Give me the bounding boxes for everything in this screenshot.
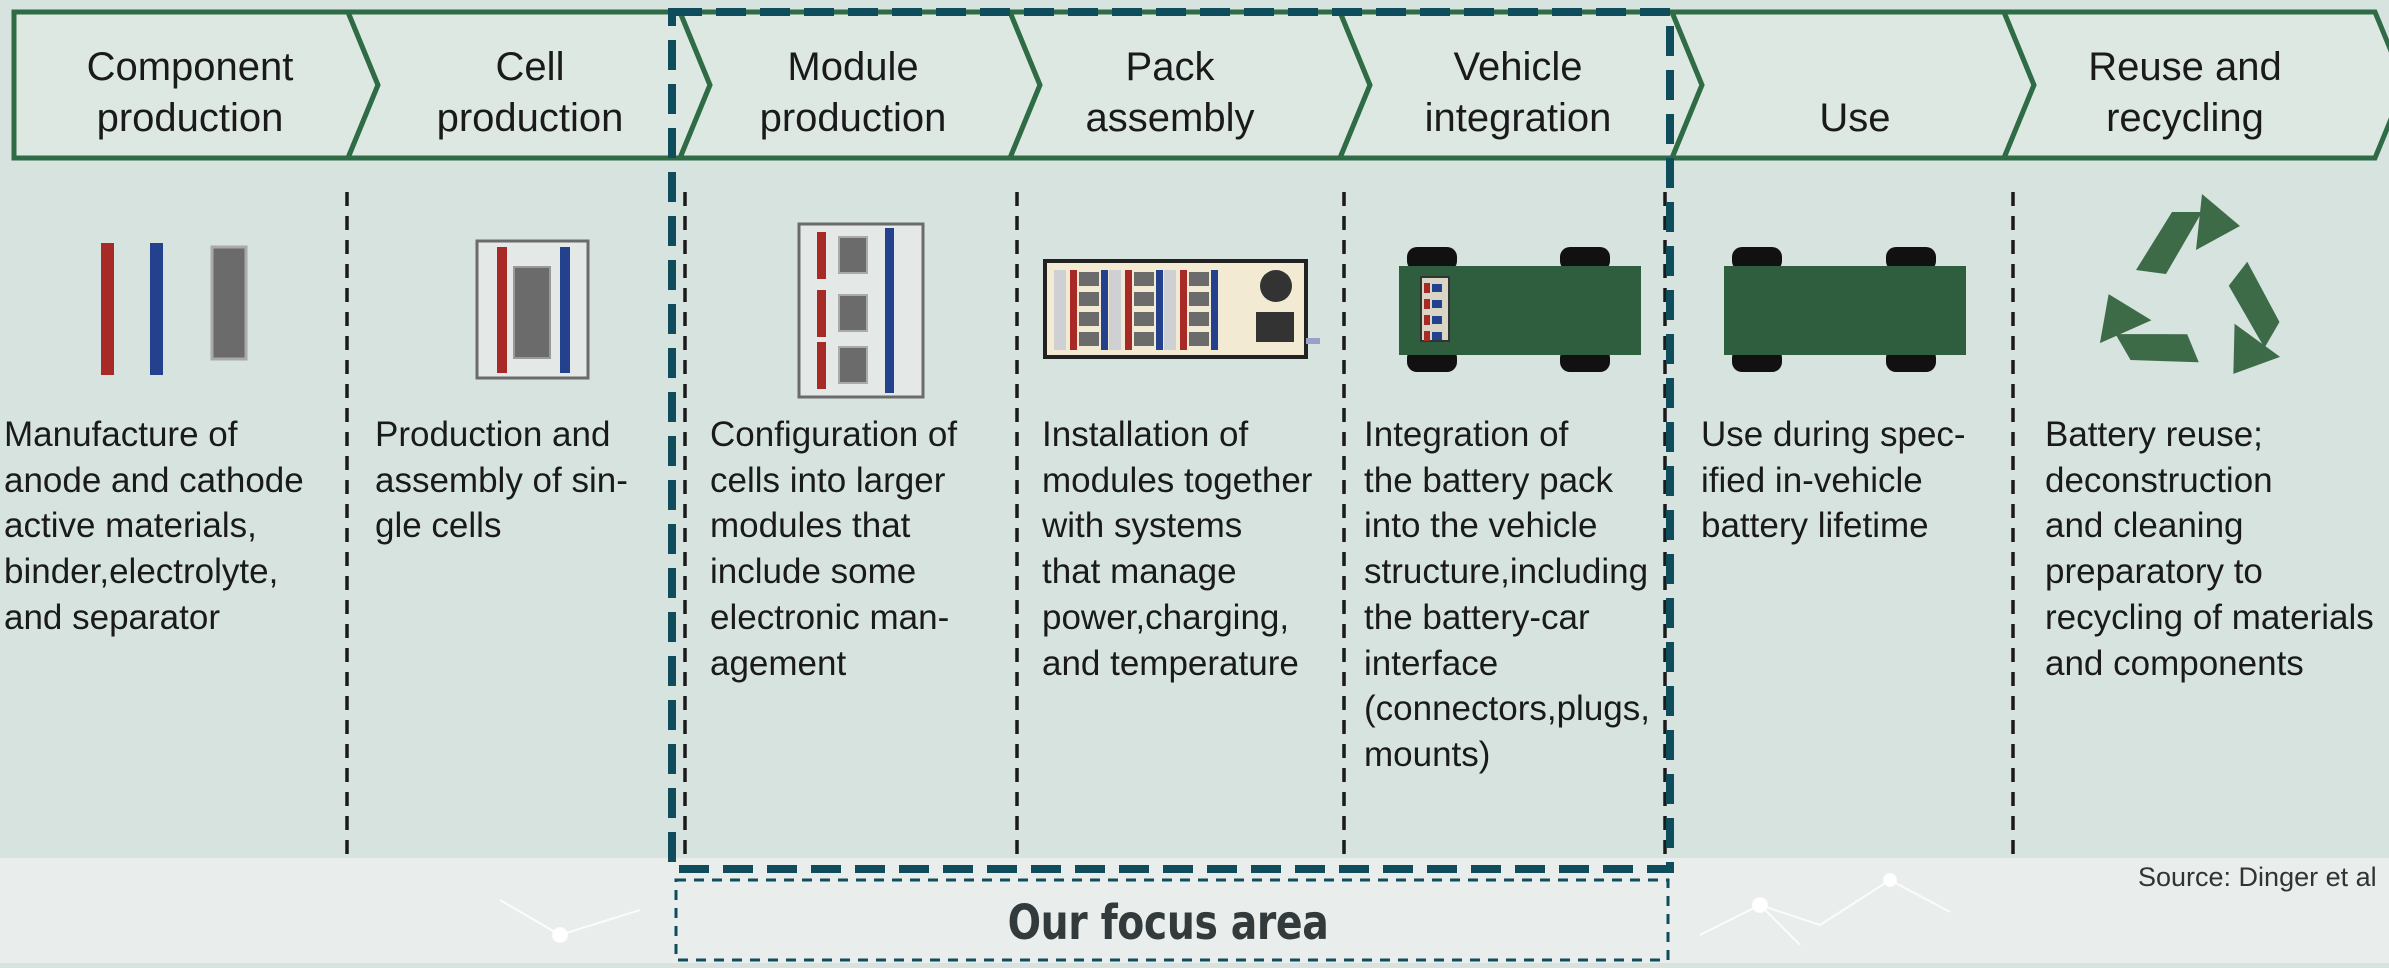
stage-label-2: Cell production: [436, 45, 624, 140]
chevron-7: [2000, 9, 2389, 161]
footer-band: [0, 858, 2389, 963]
stage-description-6: Use during spec- ified in-vehicle batter…: [1701, 415, 1966, 546]
chevron-row: [11, 9, 2389, 161]
stage-description-3: Configuration of cells into larger modul…: [710, 415, 958, 683]
focus-area-label: Our focus area: [1007, 895, 1329, 951]
vehicle-icon: [1724, 247, 1966, 372]
stage-description-1: Manufacture of anode and cathode active …: [4, 415, 304, 637]
stage-description-2: Production and assembly of sin- gle cell…: [375, 415, 628, 546]
stage-label-7: Reuse and recycling: [2088, 45, 2282, 140]
vehicle-with-battery-icon: [1399, 247, 1641, 372]
recycle-icon: [2099, 194, 2281, 374]
electrodes-icon: [101, 243, 248, 375]
stage-label-5: Vehicle integration: [1424, 45, 1612, 140]
stage-label-6: Use: [1819, 96, 1891, 140]
battery-pack-icon: [1043, 259, 1320, 359]
stage-label-4: Pack assembly: [1085, 45, 1255, 140]
battery-cell-icon: [475, 239, 590, 380]
source-note: Source: Dinger et al: [2138, 862, 2377, 892]
stage-label-3: Module production: [759, 45, 947, 140]
stage-icons: [101, 194, 2281, 399]
focus-label-box: [674, 878, 1670, 962]
network-decoration: [499, 873, 1951, 946]
stage-label-1: Component production: [86, 45, 294, 140]
stage-dividers: [345, 192, 2015, 858]
stage-description-7: Battery reuse; deconstruction and cleani…: [2045, 415, 2374, 683]
stage-description-4: Installation of modules together with sy…: [1042, 415, 1313, 683]
battery-module-icon: [797, 222, 925, 399]
focus-area-outline: [668, 8, 1674, 873]
stage-description-5: Integration of the battery pack into the…: [1364, 415, 1650, 774]
